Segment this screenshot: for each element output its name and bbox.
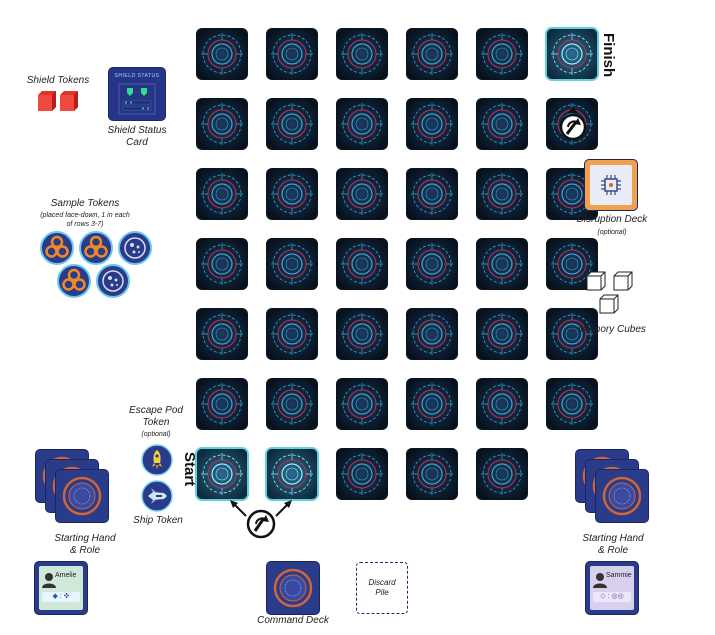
- role-left-ability: ◆ : ✜: [42, 592, 80, 602]
- board-tile: [197, 239, 247, 289]
- board-tile: [477, 449, 527, 499]
- sample-tokens-note-2: of rows 3-7): [66, 221, 104, 228]
- escape-pod-optional: (optional): [141, 431, 171, 438]
- starting-hand-right-label-1: Starting Hand: [582, 533, 644, 544]
- biohazard-icon: [40, 231, 74, 265]
- starting-hand-right-label-2: & Role: [597, 545, 628, 556]
- board-tile: [477, 99, 527, 149]
- board-tile: [197, 99, 247, 149]
- role-left-name: Amelie: [55, 572, 77, 579]
- hand-card: [56, 470, 108, 522]
- shield-tokens-label: Shield Tokens: [26, 75, 90, 86]
- sample-tokens-label: Sample Tokens: [50, 198, 120, 209]
- board-tile: [407, 239, 457, 289]
- board-tile: [197, 309, 247, 359]
- command-deck: [267, 562, 319, 614]
- start-tile: [197, 449, 247, 499]
- board-tile: [407, 449, 457, 499]
- board-tile: [407, 169, 457, 219]
- shield-icon: [118, 83, 156, 115]
- rotation-arrow-icon: [230, 500, 292, 539]
- circuit-icon: [601, 175, 621, 195]
- starting-hand-left-label-1: Starting Hand: [54, 533, 116, 544]
- avatar: [593, 573, 607, 588]
- hand-card: [596, 470, 648, 522]
- board-tile: [267, 29, 317, 79]
- biohazard-icon: [57, 264, 91, 298]
- cube-icon: [586, 271, 606, 291]
- role-right-ability: ◇ : ◎◎: [593, 592, 631, 602]
- starting-hand-left-label-2: & Role: [69, 545, 100, 556]
- shield-token-icon: [38, 91, 78, 111]
- discard-label-1: Discard: [368, 578, 396, 587]
- board-tile: [407, 29, 457, 79]
- board-tile: [407, 99, 457, 149]
- avatar: [42, 573, 56, 588]
- board-tile: [477, 29, 527, 79]
- sample-tokens-note-1: (placed face-down, 1 in each: [40, 212, 130, 219]
- board-tile: [407, 379, 457, 429]
- disruption-deck: [585, 160, 637, 210]
- escape-pod-label-2: Token: [142, 417, 170, 428]
- board-tile: [337, 379, 387, 429]
- board-tile: [337, 239, 387, 289]
- board-tile: [477, 169, 527, 219]
- ship-token-label: Ship Token: [133, 515, 183, 526]
- cube-icon: [613, 271, 633, 291]
- biohazard-icon: [79, 231, 113, 265]
- board-tile: [337, 449, 387, 499]
- discard-label-2: Pile: [375, 588, 389, 597]
- board-tile: [547, 379, 597, 429]
- rotation-arrow-icon: [559, 107, 587, 141]
- disruption-optional: (optional): [597, 229, 627, 236]
- board-tile: [337, 309, 387, 359]
- shield-card-header: SHIELD STATUS: [114, 73, 160, 79]
- shield-status-label-2: Card: [126, 137, 148, 148]
- board-tile: [267, 309, 317, 359]
- disruption-deck-label: Disruption Deck: [576, 214, 648, 225]
- role-card-left: Amelie ◆ : ✜: [35, 562, 87, 614]
- board-tile: [267, 239, 317, 289]
- start-tile: [267, 449, 317, 499]
- shield-status-label-1: Shield Status: [107, 125, 167, 136]
- rocket-icon: [141, 444, 173, 476]
- escape-pod-label-1: Escape Pod: [129, 405, 183, 416]
- cell-icon: [96, 264, 130, 298]
- board-tile: [477, 379, 527, 429]
- shield-status-card: SHIELD STATUS: [109, 68, 165, 120]
- cube-icon: [599, 294, 619, 314]
- board-tile: [267, 379, 317, 429]
- finish-tile: [547, 29, 597, 79]
- role-card-right: Sammie ◇ : ◎◎: [586, 562, 638, 614]
- board-tile: [547, 239, 597, 289]
- board-tile: [547, 309, 597, 359]
- cell-icon: [118, 231, 152, 265]
- finish-label: Finish: [600, 33, 617, 78]
- board-tile: [337, 99, 387, 149]
- start-label: Start: [181, 452, 198, 487]
- command-deck-label: Command Deck: [257, 615, 329, 626]
- discard-pile: [356, 562, 408, 614]
- board-tile: [267, 169, 317, 219]
- board-tile: [197, 379, 247, 429]
- board-tile: [477, 239, 527, 289]
- board-tile: [477, 309, 527, 359]
- ship-icon: [141, 480, 173, 512]
- board-tile: [337, 169, 387, 219]
- board-tile: [197, 29, 247, 79]
- board-tile: [197, 169, 247, 219]
- board-tile: [407, 309, 457, 359]
- board-tile: [267, 99, 317, 149]
- role-right-name: Sammie: [606, 572, 632, 579]
- board-tile: [337, 29, 387, 79]
- memory-cubes-label: Memory Cubes: [578, 324, 646, 335]
